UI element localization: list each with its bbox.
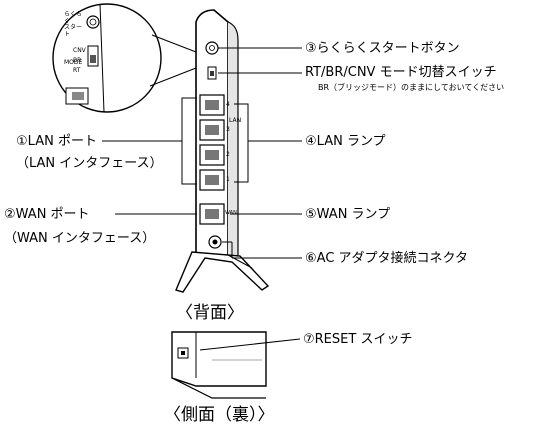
wan-marking: WAN [225, 210, 237, 216]
magnified-easy-start-marking: らくらく スタート [64, 11, 83, 38]
lan-number-2: 2 [226, 151, 230, 158]
lan-marking: LAN [229, 117, 242, 124]
lan-number-3: 3 [226, 126, 230, 133]
router-body [175, 9, 270, 293]
label-wan-port: ②WAN ポート [4, 207, 90, 222]
label-lan-lamp: ④LAN ランプ [305, 134, 386, 149]
label-mode-switch: RT/BR/CNV モード切替スイッチ [305, 65, 497, 80]
mode-option-br: BR [73, 57, 82, 64]
label-wan-lamp: ⑤WAN ランプ [305, 207, 391, 222]
magnified-top-panel [52, 3, 197, 113]
lan-number-4: 4 [226, 101, 230, 108]
label-lan-port-sub: （LAN インタフェース） [16, 156, 163, 171]
mode-option-rt: RT [73, 67, 81, 74]
caption-rear: 〈背面〉 [176, 303, 244, 323]
mode-option-cnv: CNV [73, 47, 86, 54]
caption-side-rear: 〈側面（裏）〉 [164, 405, 275, 425]
label-lan-port: ①LAN ポート [16, 134, 97, 149]
lan-number-1: 1 [226, 176, 230, 183]
leader-lines [102, 47, 302, 259]
magnified-easy-start-button [86, 15, 100, 29]
label-easy-start-button: ③らくらくスタートボタン [305, 41, 460, 56]
label-mode-switch-note: BR（ブリッジモード）のままにしておいてください [318, 83, 505, 92]
label-wan-port-sub: （WAN インタフェース） [4, 231, 156, 246]
label-reset-switch: ⑦RESET スイッチ [303, 332, 413, 347]
label-ac-adapter: ⑥AC アダプタ接続コネクタ [305, 251, 469, 266]
magnified-mode-title: MODE [64, 59, 83, 66]
side-view-illustration [171, 331, 301, 399]
easy-start-button [205, 41, 219, 55]
